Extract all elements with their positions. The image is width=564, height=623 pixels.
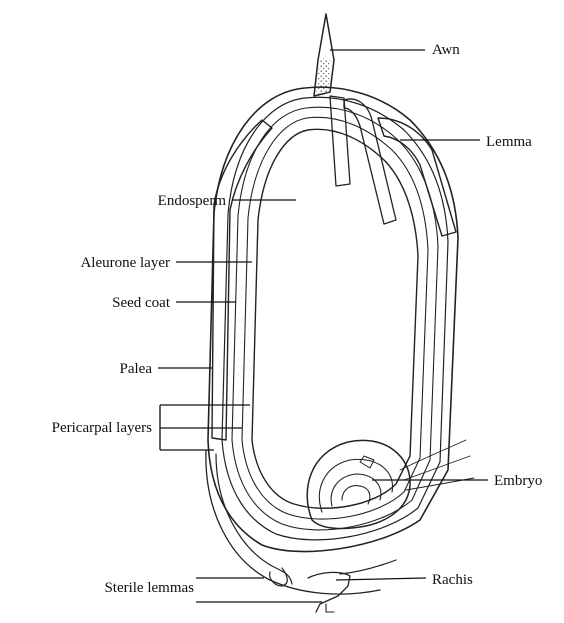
label-palea: Palea — [120, 361, 153, 377]
label-pericarpal-layers: Pericarpal layers — [52, 420, 153, 436]
lemma-shape — [330, 96, 456, 236]
awn-shape — [314, 14, 334, 96]
label-lemma: Lemma — [486, 134, 532, 150]
label-embryo: Embryo — [494, 473, 542, 489]
labels: Awn Lemma Endosperm Aleurone layer Seed … — [52, 42, 543, 596]
base-structures — [206, 450, 396, 612]
label-sterile-lemmas: Sterile lemmas — [104, 580, 194, 596]
label-rachis: Rachis — [432, 572, 473, 588]
label-endosperm: Endosperm — [158, 193, 227, 209]
palea-shape — [212, 120, 272, 440]
label-awn: Awn — [432, 42, 460, 58]
label-seed-coat: Seed coat — [112, 295, 171, 311]
label-aleurone-layer: Aleurone layer — [80, 255, 170, 271]
grain-outline — [208, 87, 458, 551]
